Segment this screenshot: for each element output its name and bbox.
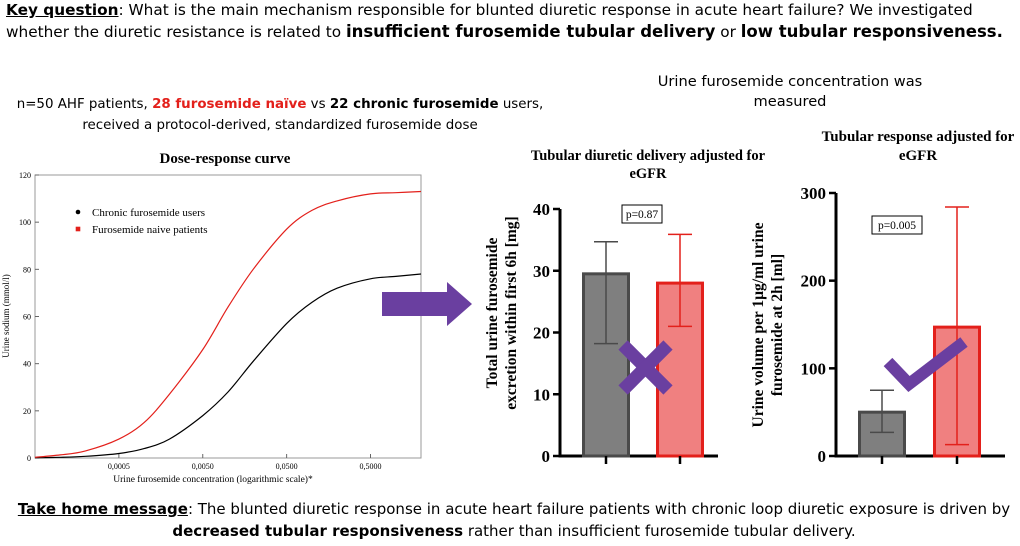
- y-axis-label-line: Total urine furosemide: [484, 238, 501, 389]
- x-tick-label: 0,5000: [360, 462, 382, 471]
- legend-label: Chronic furosemide users: [92, 207, 205, 219]
- cohort-chronic: 22 chronic furosemide: [329, 97, 499, 112]
- dose-response-title: Dose-response curve: [159, 151, 291, 167]
- y-tick-label: 80: [23, 265, 31, 274]
- p-value-label: p=0.87: [626, 209, 659, 221]
- dose-response-x-axis: 0,0005 0,0050 0,0500 0,5000: [108, 454, 382, 471]
- p-value-label: p=0.005: [878, 220, 916, 232]
- p-value-box: [871, 215, 923, 235]
- take-home-text: : The blunted diuretic response in acute…: [187, 500, 1011, 518]
- check-icon: [883, 337, 968, 393]
- legend-marker: [75, 226, 81, 232]
- y-tick-label: 100: [19, 218, 31, 227]
- y-tick-label: 120: [19, 171, 31, 180]
- y-tick-label: 300: [801, 184, 827, 203]
- take-home-message: Take home message: The blunted diuretic …: [10, 498, 1018, 542]
- legend-marker: [75, 209, 81, 215]
- dose-response-x-label: Urine furosemide concentration (logarith…: [113, 474, 313, 485]
- y-tick-label: 20: [533, 324, 550, 343]
- y-tick-label: 20: [23, 407, 31, 416]
- dose-response-chart: 0 20 40 60 80 100 120 0,0005 0,0050 0,0500 0,5000…: [1, 171, 422, 485]
- x-tick-label: 0,0005: [108, 462, 130, 471]
- x-tick-label: 0,0500: [276, 462, 298, 471]
- y-axis-label-line: excretion within first 6h [mg]: [503, 216, 520, 409]
- y-tick-label: 30: [533, 262, 550, 281]
- y-tick-label: 100: [801, 359, 827, 378]
- key-question: Key question: What is the main mechanism…: [6, 0, 1018, 43]
- x-tick-label: 0,0050: [192, 462, 214, 471]
- take-home-tail: rather than insufficient furosemide tubu…: [463, 522, 856, 540]
- key-question-label: Key question: [6, 1, 119, 19]
- tubular-response-title: Tubular response adjusted for eGFR: [821, 129, 1015, 164]
- curve-naive: [34, 190, 422, 458]
- cohort-description: n=50 AHF patients, 28 furosemide naïve v…: [10, 94, 550, 136]
- y-axis-label-line: furosemide at 2h [ml]: [769, 254, 786, 396]
- y-tick-label: 200: [801, 272, 827, 291]
- key-question-option-1: insufficient furosemide tubular delivery: [345, 22, 716, 41]
- measured-note: Urine furosemide concentration was measu…: [657, 73, 923, 110]
- key-question-or: or: [715, 23, 741, 41]
- tubular-response-chart: 0 100 200 300 p=0.005 Urine volume per 1µg/ml…: [750, 184, 1005, 466]
- key-question-text: : What is the main mechanism responsible…: [6, 1, 973, 41]
- cohort-dose: received a protocol-derived, standardize…: [82, 118, 478, 133]
- p-value-box: [621, 204, 663, 224]
- right-arrow-icon: [382, 282, 472, 326]
- y-tick-label: 40: [533, 200, 550, 219]
- cohort-suffix: users,: [498, 97, 544, 112]
- y-tick-label: 60: [23, 313, 31, 322]
- cohort-naive: 28 furosemide naïve: [152, 97, 307, 112]
- y-tick-label: 0: [542, 447, 551, 466]
- cross-icon: [618, 340, 673, 395]
- dose-response-y-axis: 0 20 40 60 80 100 120: [19, 171, 39, 463]
- cohort-prefix: n=50 AHF patients,: [16, 97, 153, 112]
- y-tick-label: 0: [818, 447, 827, 466]
- cohort-vs: vs: [306, 97, 330, 112]
- y-tick-label: 40: [23, 360, 31, 369]
- key-question-option-2: low tubular responsiveness.: [740, 22, 1003, 41]
- dose-response-y-label: Urine sodium (mmol/l): [1, 274, 11, 358]
- y-axis-label-line: Urine volume per 1µg/ml urine: [750, 222, 767, 427]
- dose-response-curves: [34, 190, 422, 459]
- take-home-bold: decreased tubular responsiveness: [172, 522, 464, 540]
- curve-chronic: [34, 273, 422, 459]
- y-tick-label: 0: [27, 454, 31, 463]
- take-home-label: Take home message: [17, 500, 188, 518]
- tubular-delivery-title: Tubular diuretic delivery adjusted for e…: [530, 148, 766, 182]
- y-tick-label: 10: [533, 385, 550, 404]
- legend-label: Furosemide naive patients: [92, 224, 207, 236]
